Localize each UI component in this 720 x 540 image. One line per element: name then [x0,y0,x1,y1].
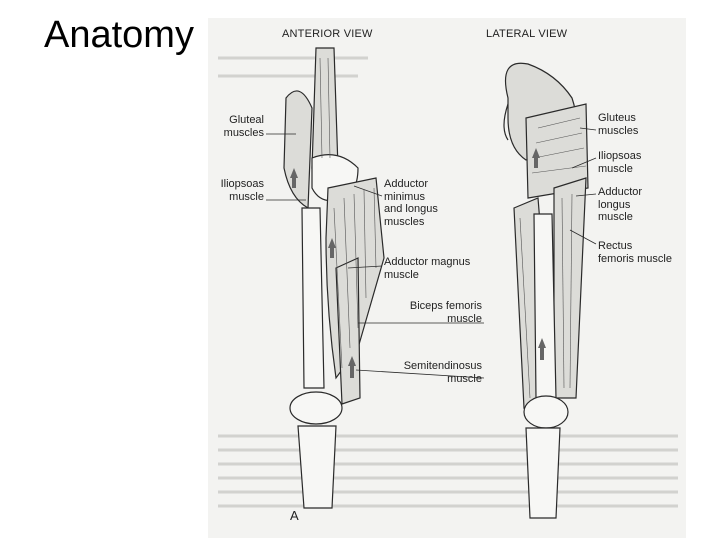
label-adductor-longus: Adductor longus muscle [598,186,643,223]
slide-title: Anatomy [44,14,194,56]
lateral-muscle-fibers [519,117,587,399]
label-rectus-femoris: Rectus femoris muscle [598,240,672,265]
anterior-muscle-fibers [319,57,377,369]
femur-bone-lateral [533,213,557,399]
lateral-leg [503,62,589,519]
label-iliopsoas-anterior: Iliopsoas muscle [220,178,264,203]
lateral-arrows [532,148,546,360]
anatomy-figure: ANTERIOR VIEW LATERAL VIEW Gluteal muscl… [208,18,686,538]
tibia-bone [297,425,337,509]
leader-lines [266,127,597,379]
anterior-arrows [290,168,356,378]
lateral-view-title: LATERAL VIEW [486,28,568,40]
panel-letter: A [290,508,299,523]
anterior-leg [283,47,385,509]
label-gluteus-muscles: Gluteus muscles [598,112,639,137]
label-adductor-minimus-longus: Adductor minimus and longus muscles [384,178,438,228]
anterior-view-title: ANTERIOR VIEW [282,28,373,40]
label-adductor-magnus: Adductor magnus muscle [384,256,471,281]
label-iliopsoas-lateral: Iliopsoas muscle [598,150,642,175]
label-semitendinosus: Semitendinosus muscle [403,360,482,385]
label-biceps-femoris: Biceps femoris muscle [409,300,482,325]
background-text-lines [218,56,678,508]
knee-joint-lateral [523,395,569,429]
tibia-bone-lateral [525,427,561,519]
label-gluteal-muscles: Gluteal muscles [223,114,264,139]
knee-joint [289,391,343,425]
leg-illustration [218,47,678,519]
femur-bone [301,207,325,389]
